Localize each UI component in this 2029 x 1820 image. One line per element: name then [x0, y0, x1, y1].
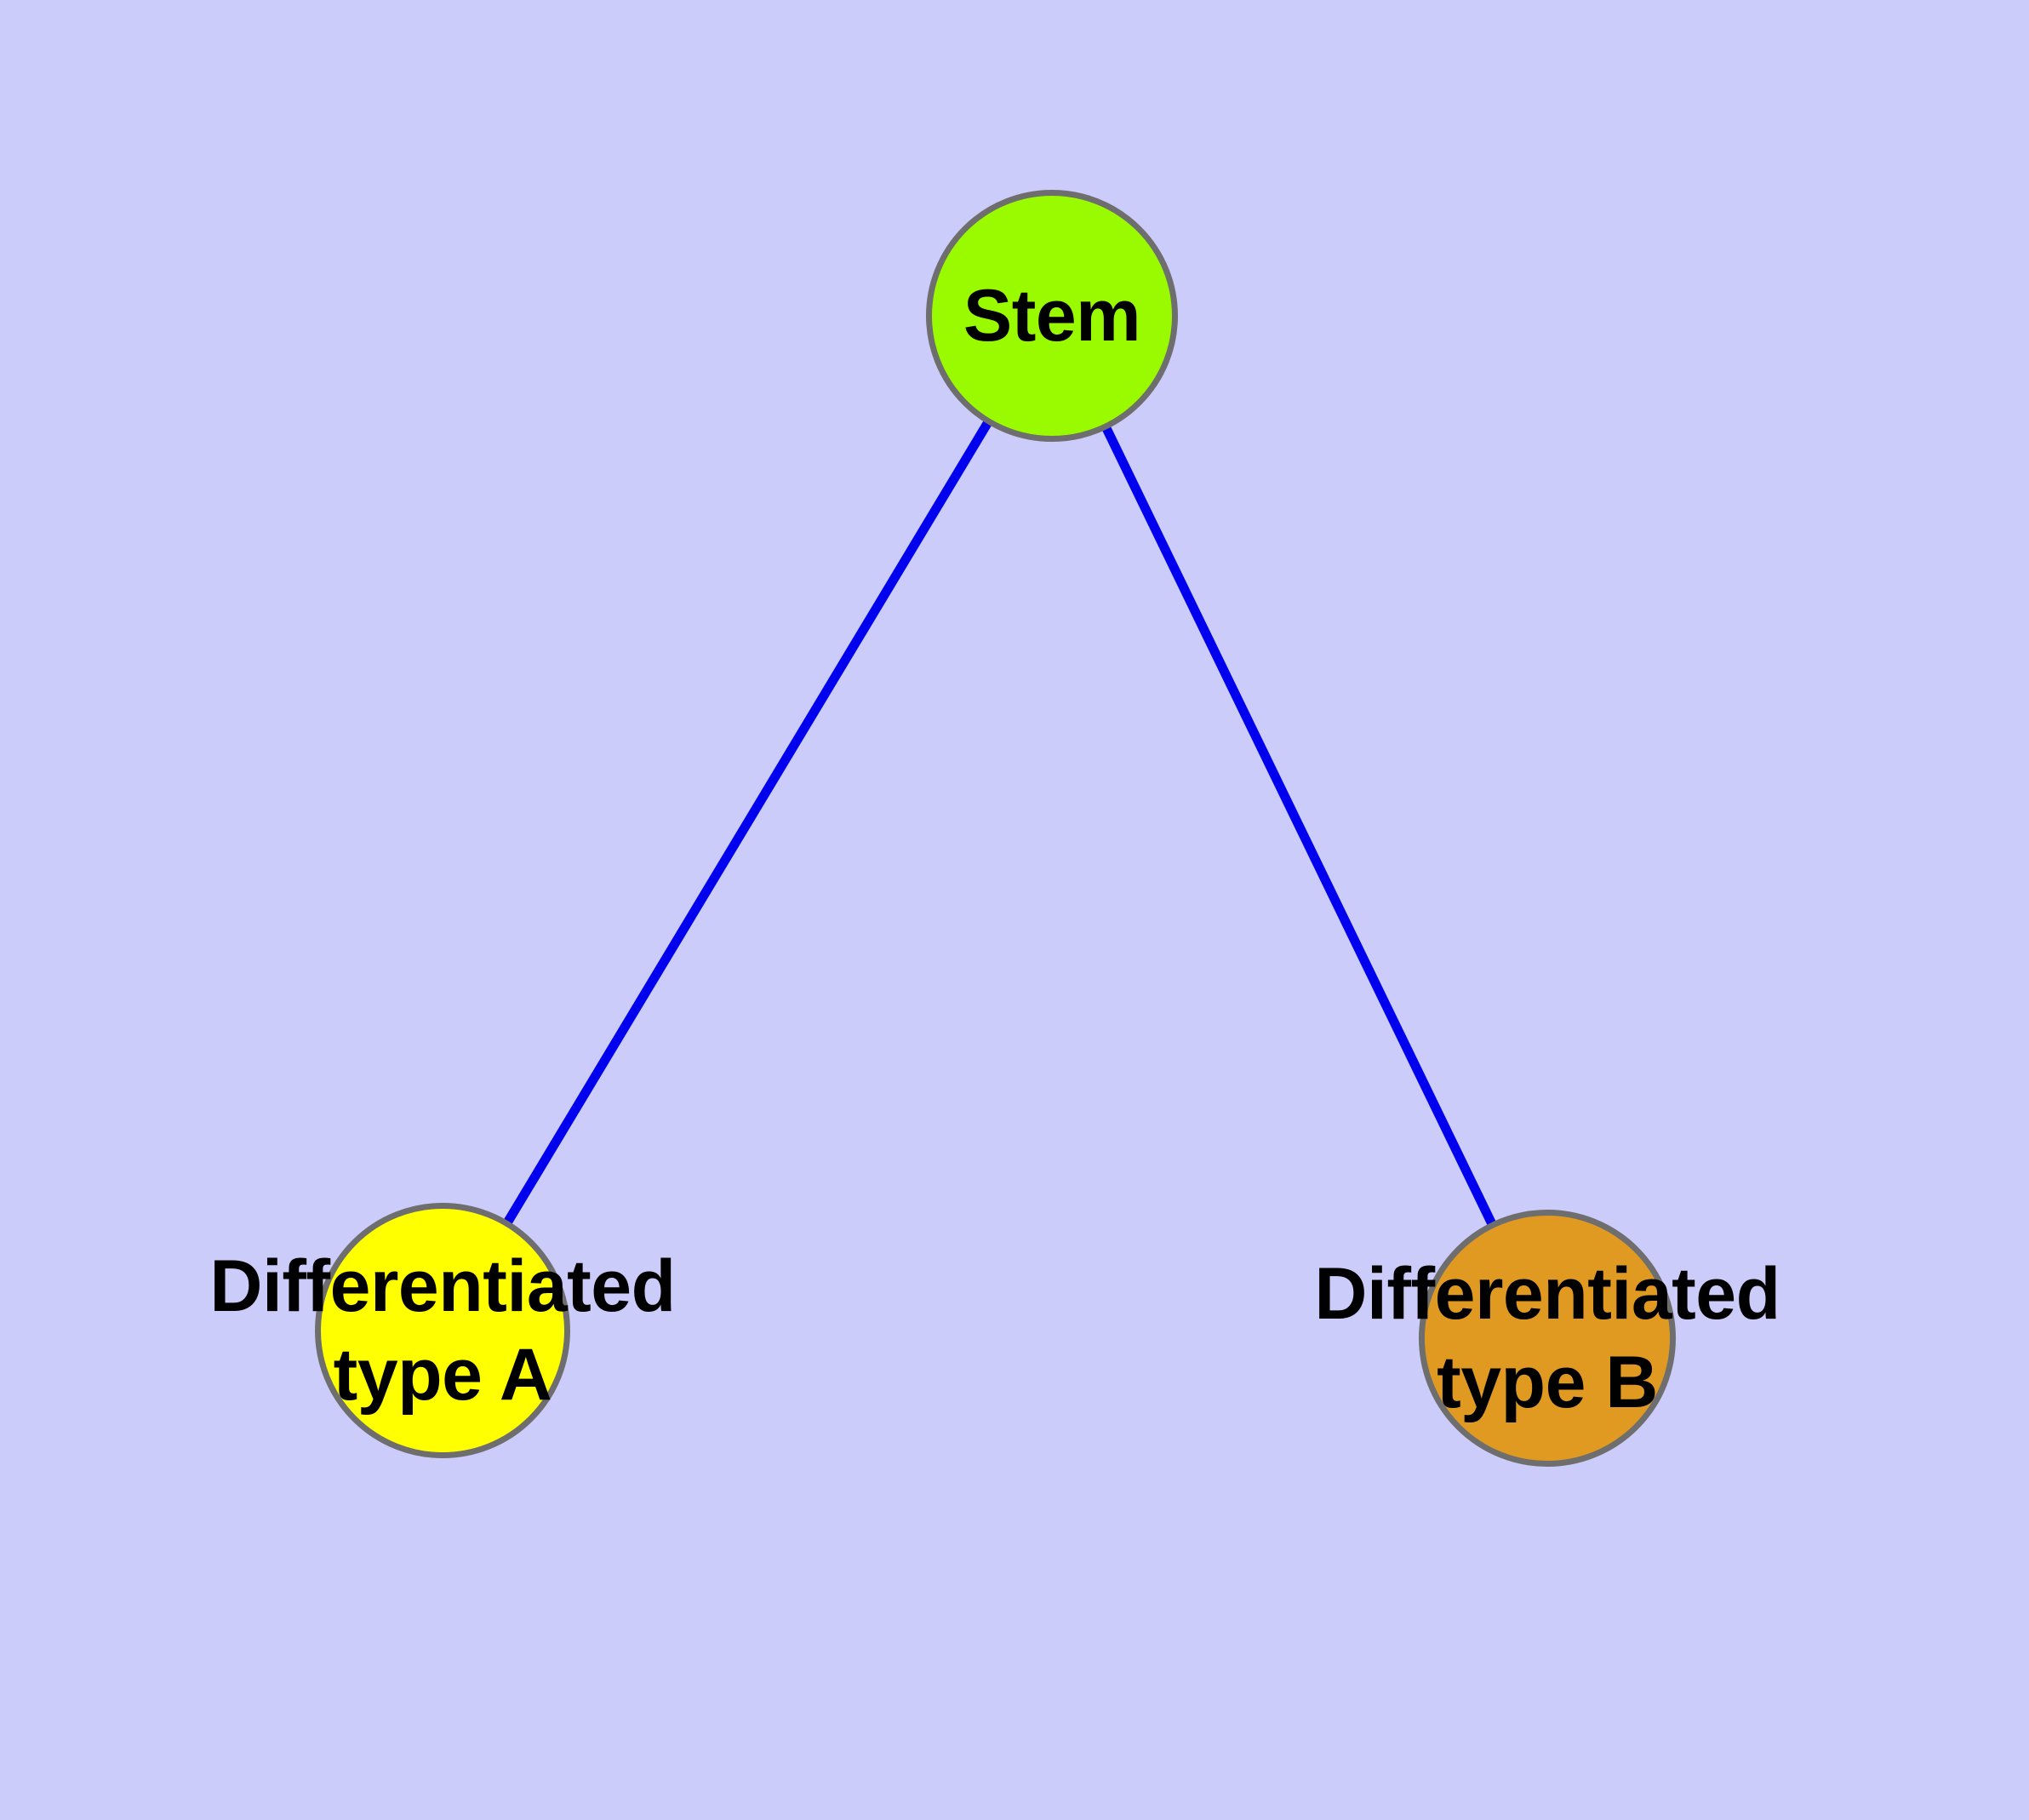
node-layer — [315, 190, 1676, 1467]
graph-edge-stem-to-diff_a — [502, 418, 993, 1227]
graph-node-diff_a[interactable] — [315, 1203, 570, 1458]
graph-edge-stem-to-diff_b — [1100, 424, 1497, 1228]
graph-node-stem[interactable] — [926, 190, 1178, 442]
edge-layer — [502, 418, 1497, 1228]
graph-node-diff_b[interactable] — [1419, 1210, 1676, 1467]
